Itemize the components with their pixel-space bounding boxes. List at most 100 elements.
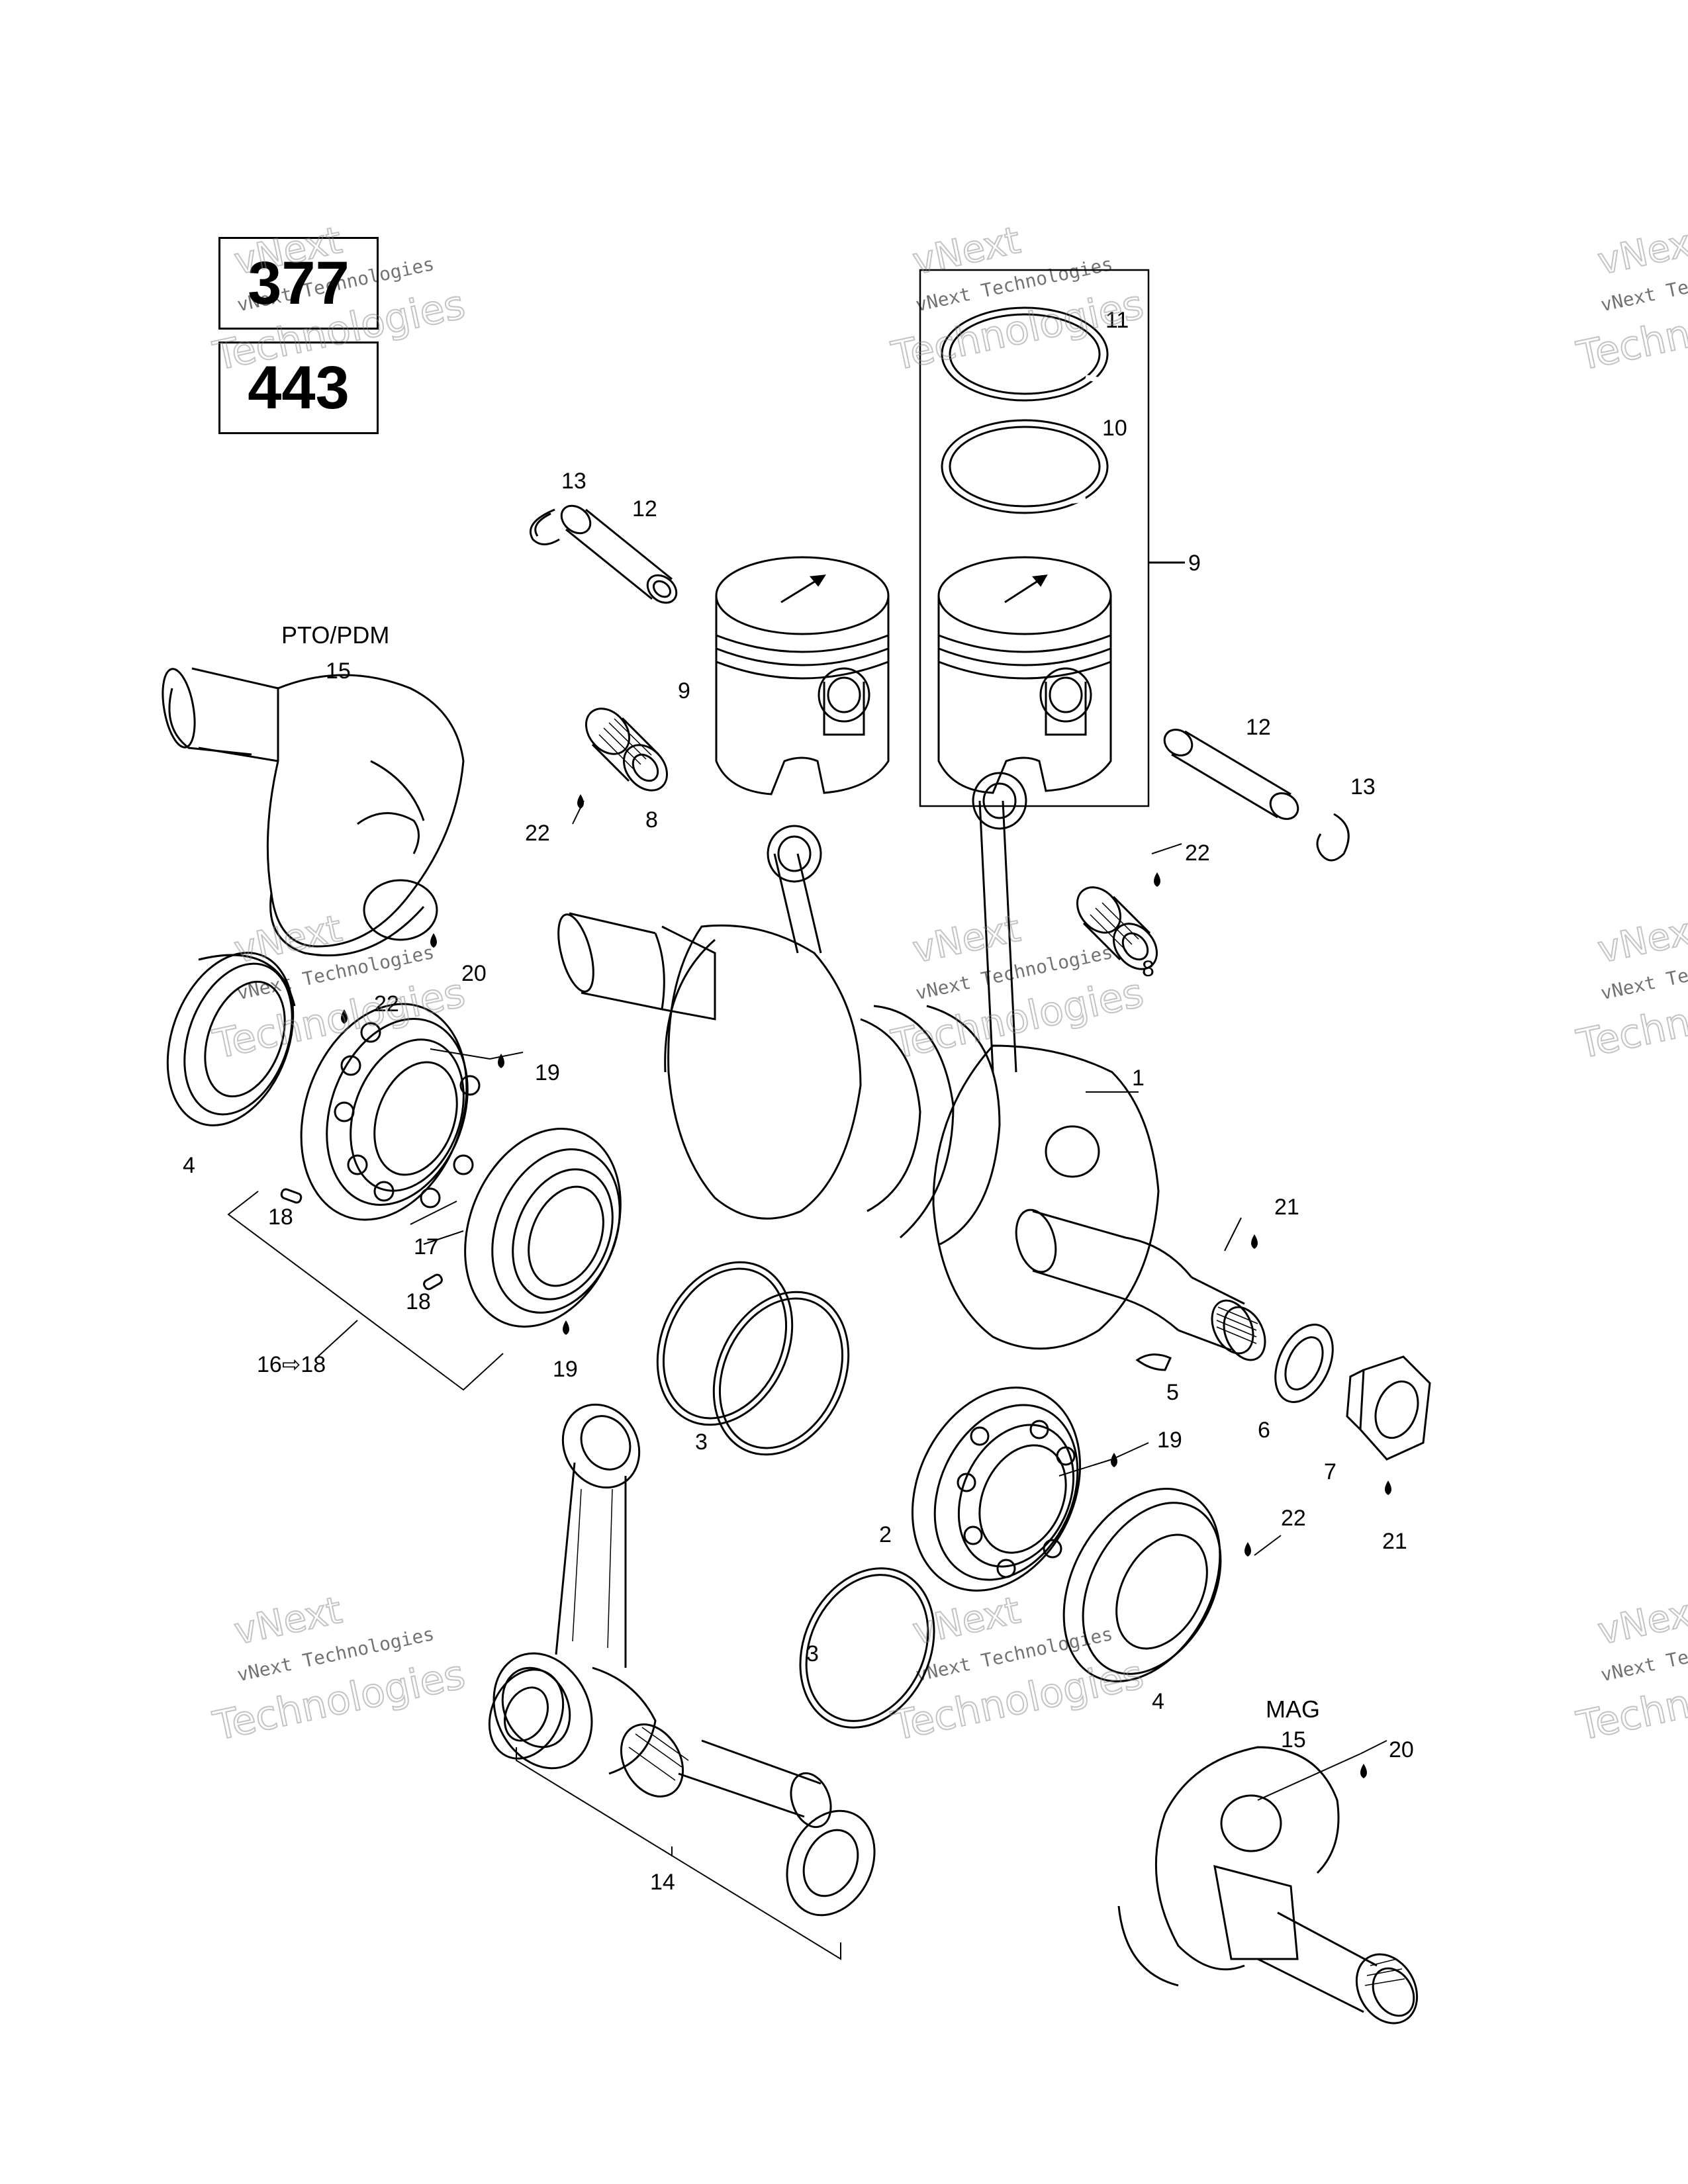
- leader-lines: [410, 801, 1387, 1800]
- piston-kit: [939, 557, 1111, 793]
- svg-text:vNext: vNext: [1594, 219, 1688, 284]
- engine-code-box-377: 377: [218, 237, 379, 330]
- callout-22-c: 22: [374, 991, 399, 1017]
- callout-6: 6: [1258, 1418, 1270, 1443]
- callout-9-a: 9: [678, 678, 690, 704]
- callout-18-b: 18: [406, 1289, 431, 1314]
- engine-code-377: 377: [248, 249, 350, 317]
- oil-drop-icons: [341, 794, 1391, 1778]
- side-label-pto: PTO/PDM: [281, 621, 389, 649]
- svg-text:vNext: vNext: [230, 907, 346, 972]
- seal-ring-3-a: [632, 1240, 818, 1447]
- callout-8-a: 8: [645, 807, 658, 833]
- crank-half-mag: [1119, 1747, 1429, 2034]
- piston-pin-right: [1160, 725, 1303, 825]
- ball-bearing-pto-outer: [437, 1105, 649, 1350]
- crankshaft-assembly: [551, 773, 1273, 1367]
- oil-drop-icon: [563, 1320, 569, 1335]
- watermark-5: vNext vNext Technologies Technologies: [887, 907, 1149, 1069]
- callout-22-d: 22: [1281, 1506, 1306, 1531]
- seal-ring-3-c: [775, 1547, 959, 1750]
- watermark-3: vNext vNext Technologies Technologies: [1572, 218, 1688, 381]
- bracket-16-18: [228, 1191, 503, 1390]
- watermark-2: vNext vNext Technologies Technologies: [887, 218, 1149, 381]
- piston-left: [716, 557, 888, 794]
- callout-17: 17: [414, 1234, 439, 1259]
- oil-drop-icon: [498, 1054, 504, 1068]
- svg-text:vNext: vNext: [909, 219, 1024, 284]
- woodruff-key: [1137, 1355, 1170, 1370]
- callout-8-b: 8: [1142, 956, 1154, 981]
- callout-21-b: 21: [1382, 1529, 1407, 1554]
- oil-drop-icon: [1244, 1542, 1251, 1557]
- callout-2: 2: [879, 1522, 892, 1547]
- oil-seal-mag: [1033, 1462, 1252, 1708]
- needle-bearing-right: [1068, 879, 1166, 978]
- side-label-mag: MAG: [1266, 1696, 1320, 1723]
- callout-3-b: 3: [806, 1641, 819, 1666]
- piston-kit-frame: [920, 270, 1149, 806]
- connecting-rod-kit: [475, 1390, 891, 1929]
- callout-7: 7: [1324, 1459, 1336, 1484]
- callout-19-a: 19: [535, 1060, 560, 1085]
- callout-11: 11: [1105, 308, 1129, 333]
- oil-drop-icon: [1154, 872, 1160, 887]
- engine-code-box-443: 443: [218, 341, 379, 434]
- circlip-left: [530, 510, 559, 545]
- watermark-9: vNext vNext Technologies Technologies: [1572, 1588, 1688, 1751]
- lock-washer: [1264, 1316, 1344, 1412]
- oil-drop-icon: [430, 933, 437, 948]
- crank-half-pto: [158, 666, 463, 956]
- circlip-left-inner: [536, 514, 551, 536]
- ball-bearing-pto: [273, 981, 496, 1243]
- callout-22-a: 22: [525, 821, 550, 846]
- lock-washer-inner: [1278, 1332, 1330, 1395]
- callout-16-18: 16⇨18: [257, 1352, 326, 1377]
- needle-bearing-upper: [577, 700, 676, 799]
- seal-ring-3-a-inner: [640, 1249, 810, 1439]
- callout-4-b: 4: [1152, 1689, 1164, 1714]
- piston-pin-left: [556, 500, 682, 608]
- callout-21-a: 21: [1274, 1195, 1299, 1220]
- callout-20-b: 20: [1389, 1737, 1414, 1762]
- callout-22-b: 22: [1185, 841, 1210, 866]
- callout-18-a: 18: [268, 1205, 293, 1230]
- oil-drop-icon: [1111, 1453, 1117, 1467]
- oil-drop-icon: [577, 794, 584, 809]
- callout-9-b: 9: [1188, 551, 1201, 576]
- leader-16: [318, 1320, 357, 1357]
- watermark-7: vNext vNext Technologies Technologies: [209, 1588, 470, 1751]
- oil-drop-icon: [1251, 1234, 1258, 1249]
- svg-text:vNext: vNext: [1594, 1589, 1688, 1654]
- callout-5: 5: [1166, 1380, 1179, 1405]
- engine-code-443: 443: [248, 353, 350, 422]
- callout-10: 10: [1102, 416, 1127, 441]
- seal-ring-3-c-inner: [783, 1555, 951, 1741]
- callout-13-a: 13: [561, 469, 586, 494]
- svg-text:vNext: vNext: [230, 219, 346, 284]
- oil-drop-icon: [341, 1009, 348, 1024]
- circlip-right: [1317, 814, 1348, 860]
- callout-14: 14: [650, 1870, 675, 1895]
- oil-drop-icon: [1360, 1764, 1367, 1778]
- seal-ring-3-b: [688, 1270, 874, 1477]
- piston-ring-10: [942, 420, 1107, 513]
- callout-12-a: 12: [632, 496, 657, 522]
- watermark-1: vNext vNext Technologies Technologies: [209, 218, 470, 381]
- watermark-8: vNext vNext Technologies Technologies: [887, 1588, 1149, 1751]
- callout-3-a: 3: [695, 1430, 708, 1455]
- callout-19-c: 19: [1157, 1428, 1182, 1453]
- oil-drop-icon: [1385, 1480, 1391, 1495]
- callout-labels: 1 2 3 3 4 4 5 6 7 8 8 9 9 10 11 12 12 13…: [183, 308, 1414, 1895]
- callout-19-b: 19: [553, 1357, 578, 1382]
- piston-ring-11: [942, 308, 1107, 400]
- dowel-pin-lower: [422, 1273, 443, 1291]
- ball-bearing-mag: [880, 1360, 1111, 1618]
- seal-ring-3-b-inner: [696, 1279, 866, 1469]
- callout-12-b: 12: [1246, 715, 1271, 740]
- svg-text:vNext: vNext: [230, 1589, 346, 1654]
- callout-13-b: 13: [1350, 774, 1376, 799]
- callout-4-a: 4: [183, 1153, 195, 1178]
